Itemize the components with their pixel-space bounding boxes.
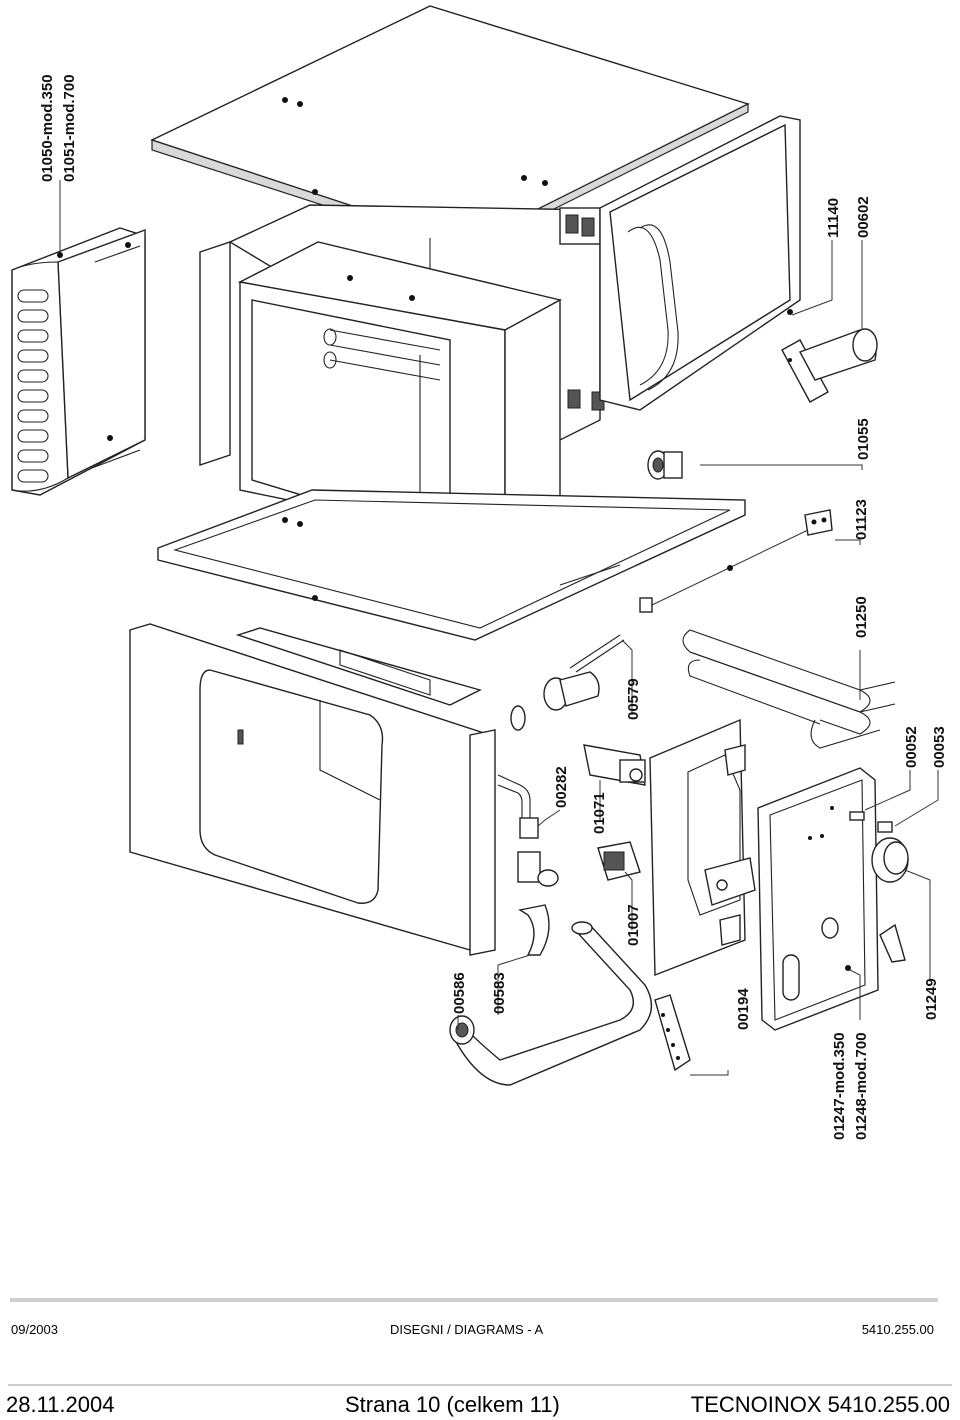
control-knob — [849, 811, 909, 963]
label-00053: 00053 — [931, 726, 948, 768]
oven-door — [599, 115, 801, 411]
drawing-title: DISEGNI / DIAGRAMS - A — [390, 1322, 544, 1337]
ball-valve — [543, 634, 625, 711]
label-00052: 00052 — [903, 726, 920, 768]
page-footer-rule — [8, 1384, 952, 1386]
cooking-chamber — [237, 241, 562, 547]
cable-gland — [647, 450, 683, 480]
exploded-parts-diagram: 01050-mod.350 01051-mod.700 11140 00602 … — [11, 5, 948, 1140]
label-01007: 01007 — [625, 904, 642, 946]
label-11140: 11140 — [825, 198, 842, 238]
leader-lines — [57, 180, 939, 1076]
control-panel — [757, 767, 879, 1031]
label-01249: 01249 — [923, 978, 940, 1020]
side-grille-panel — [11, 227, 146, 496]
part-labels: 01050-mod.350 01051-mod.700 11140 00602 … — [39, 74, 948, 1140]
base-frame — [157, 489, 746, 641]
drawing-date: 09/2003 — [11, 1322, 58, 1337]
label-01051: 01051-mod.700 — [61, 74, 78, 182]
page-footer-document: TECNOINOX 5410.255.00 — [690, 1392, 950, 1417]
label-01071: 01071 — [591, 792, 608, 834]
page-footer-date: 28.11.2004 — [6, 1392, 115, 1417]
drain-hose — [449, 921, 653, 1086]
label-00282: 00282 — [553, 766, 570, 808]
pipe-fittings — [517, 817, 559, 956]
bracket — [639, 509, 833, 613]
label-00583: 00583 — [491, 972, 508, 1014]
motor-assembly — [781, 328, 878, 403]
label-00602: 00602 — [855, 196, 872, 238]
drawing-code: 5410.255.00 — [861, 1322, 934, 1337]
relay — [597, 841, 641, 881]
front-glass-panel — [129, 623, 496, 956]
label-00194: 00194 — [735, 988, 752, 1030]
label-01248: 01248-mod.700 — [853, 1032, 870, 1140]
label-00579: 00579 — [625, 678, 642, 720]
label-00586: 00586 — [451, 972, 468, 1014]
control-plate — [649, 718, 756, 977]
drain-elbow — [497, 705, 531, 818]
label-01123: 01123 — [853, 499, 870, 540]
label-01050: 01050-mod.350 — [39, 74, 56, 182]
drawing-footer-rule — [10, 1298, 938, 1302]
solenoid-valve — [583, 744, 646, 786]
terminal-block — [654, 994, 691, 1072]
page-footer-page-number: Strana 10 (celkem 11) — [345, 1392, 560, 1417]
label-01055: 01055 — [855, 418, 872, 460]
label-01247: 01247-mod.350 — [831, 1032, 848, 1140]
heating-element — [682, 629, 896, 749]
label-01250: 01250 — [853, 596, 870, 638]
